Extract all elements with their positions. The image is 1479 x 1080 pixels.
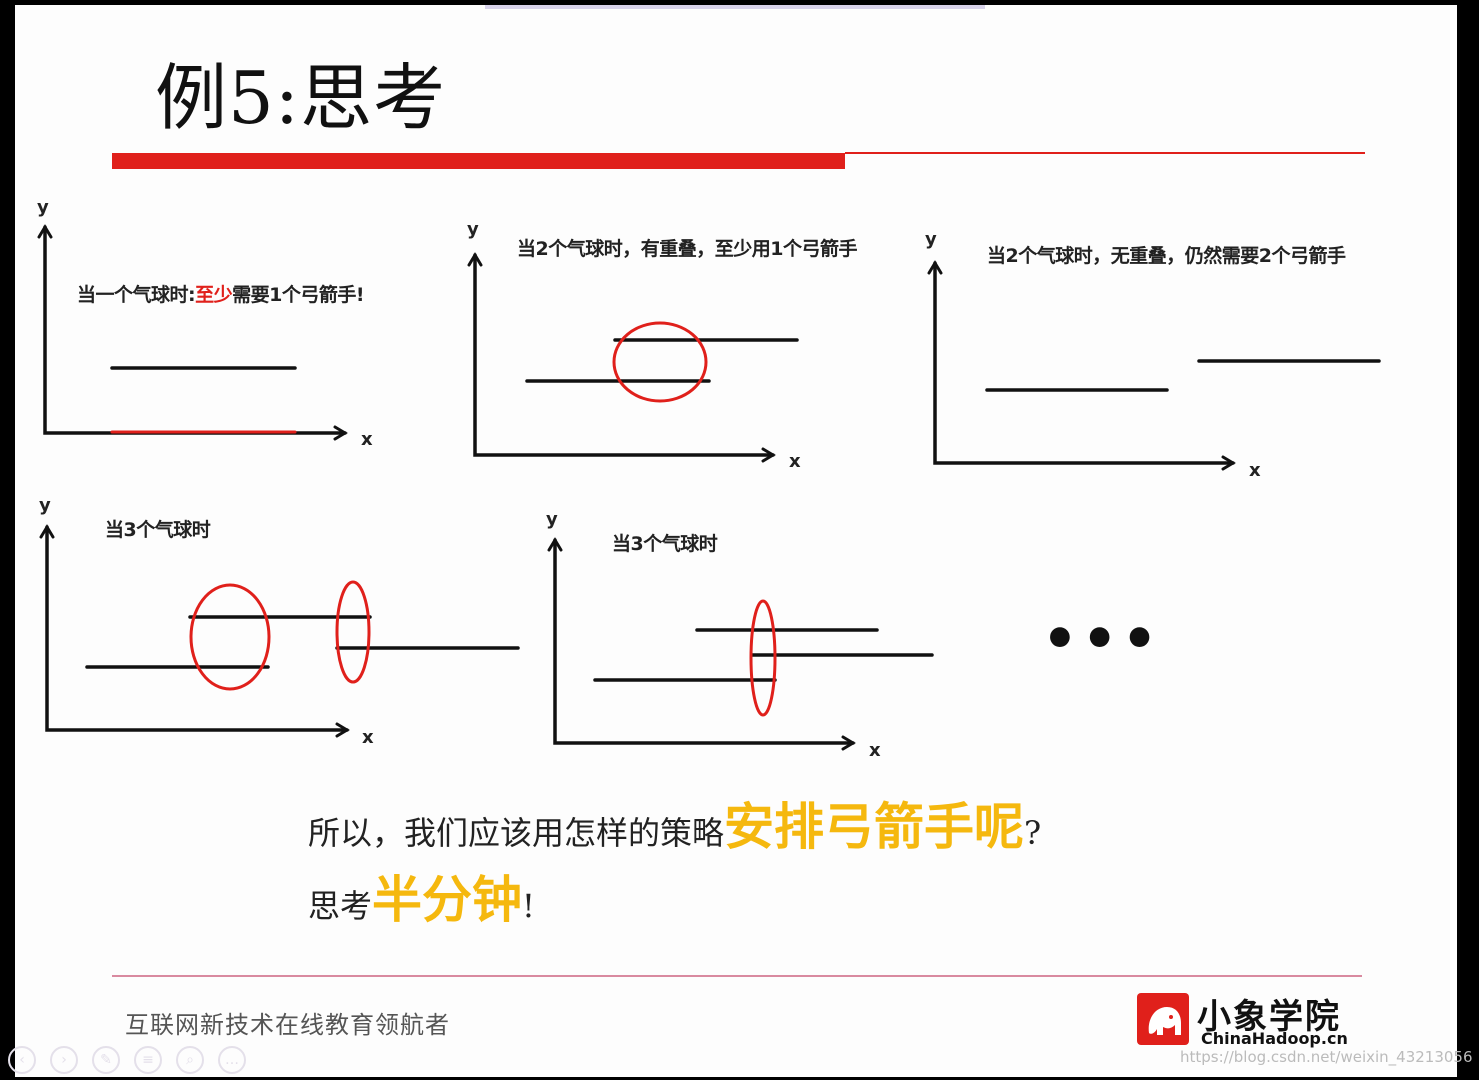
title-underline-thick [112,153,845,169]
question-line-1-text: 所以，我们应该用怎样的策略 [308,814,725,852]
watermark: https://blog.csdn.net/weixin_43213056 [1180,1048,1473,1066]
question-line-2-highlight: 半分钟 [372,870,523,929]
next-icon[interactable]: › [50,1046,78,1074]
diagram-2-y-label: y [467,219,479,240]
diagram-5-x-label: x [869,740,881,761]
diagram-1-caption-end: 需要1个弓箭手! [232,284,365,306]
zoom-icon[interactable]: ⌕ [176,1046,204,1074]
logo-url: ChinaHadoop.cn [1201,1029,1348,1048]
top-window-bar [485,5,985,9]
logo-name: 小象学院 [1197,997,1341,1037]
diagram-5-caption: 当3个气球时 [612,533,718,555]
diagram-2-caption: 当2个气球时，有重叠，至少用1个弓箭手 [517,238,857,260]
diagram-5-axes [547,537,856,751]
diagram-1-y-label: y [37,197,49,218]
diagram-4-ellipse-b [335,580,371,684]
slide-title: 例5:思考 [155,56,447,140]
diagram-4-axes [39,524,350,738]
pen-icon[interactable]: ✎ [92,1046,120,1074]
diagram-1-x-label: x [361,429,373,450]
diagram-1-caption-emphasis: 至少 [195,284,233,306]
more-icon[interactable]: … [218,1046,246,1074]
slide: 例5:思考 [15,5,1457,1077]
diagram-1-caption: 当一个气球时:至少需要1个弓箭手! [77,280,365,307]
diagram-4-x-label: x [362,727,374,748]
menu-icon[interactable]: ≡ [134,1046,162,1074]
ellipsis-dots: ••• [1042,607,1162,672]
diagram-3-caption: 当2个气球时，无重叠，仍然需要2个弓箭手 [987,245,1346,267]
diagram-3-x-label: x [1249,460,1261,481]
footer-tagline: 互联网新技术在线教育领航者 [125,1011,450,1039]
question-line-1: 所以，我们应该用怎样的策略安排弓箭手呢? [308,787,1041,859]
question-line-1-mark: ? [1024,814,1042,852]
balloon-diagrams [37,224,1381,751]
title-underline-thin [845,152,1365,154]
diagram-3-y-label: y [925,229,937,250]
question-line-2-text: 思考 [308,887,373,925]
diagram-4-caption: 当3个气球时 [105,519,211,541]
diagram-4-y-label: y [39,495,51,516]
question-line-1-highlight: 安排弓箭手呢 [724,797,1025,856]
question-line-2-mark: ! [522,887,535,925]
elephant-logo-icon [1137,993,1189,1045]
diagram-4-ellipse-a [189,583,271,691]
diagram-1-caption-start: 当一个气球时: [77,284,196,306]
footer-divider [112,975,1362,977]
diagram-5-y-label: y [546,509,558,530]
diagram-3-axes [927,260,1236,471]
diagram-1-axes [37,224,348,441]
diagram-2-axes [467,252,776,463]
prev-icon[interactable]: ‹ [8,1046,36,1074]
diagram-2-overlap-ellipse [612,321,708,403]
presentation-toolbar: ‹ › ✎ ≡ ⌕ … [8,1046,246,1074]
question-line-2: 思考半分钟! [308,860,535,932]
diagram-2-x-label: x [789,451,801,472]
diagram-5-ellipse [749,599,777,717]
